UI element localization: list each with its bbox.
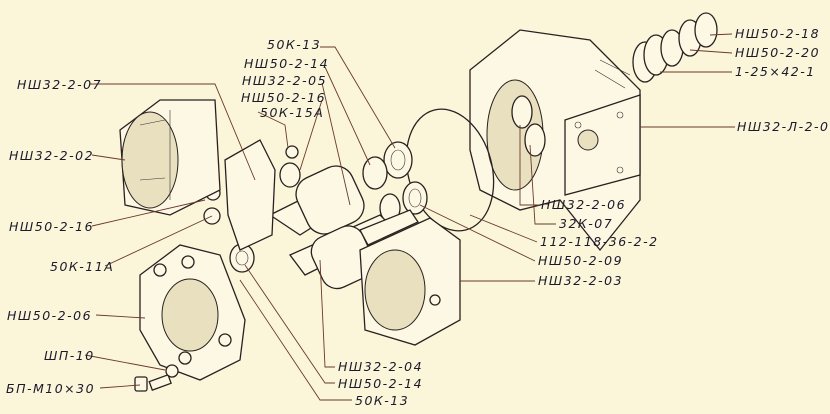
label-nsh32-2-04: НШ32-2-04 (338, 359, 423, 374)
label-nsh50-2-20: НШ50-2-20 (735, 45, 820, 60)
label-nsh50-2-06: НШ50-2-06 (7, 308, 92, 323)
label-nsh32-2-02: НШ32-2-02 (9, 148, 94, 163)
bearing-blocks (119, 99, 221, 216)
label-nsh32-2-06: НШ32-2-06 (541, 197, 626, 212)
label-112-118-36-2-2: 112-118-36-2-2 (540, 234, 659, 249)
label-nsh32-2-05: НШ32-2-05 (242, 73, 327, 88)
label-50k-13-bottom: 50К-13 (355, 393, 409, 408)
rear-block (359, 217, 461, 346)
label-50k-11a: 50К-11А (50, 259, 114, 274)
label-nsh50-2-09: НШ50-2-09 (538, 253, 623, 268)
o-ring (405, 108, 495, 232)
label-50k-15a: 50К-15А (260, 105, 324, 120)
label-1-25x42-1: 1-25×42-1 (735, 64, 816, 79)
front-cover (139, 244, 246, 381)
label-shp-10: ШП-10 (44, 348, 95, 363)
label-nsh32-2-07: НШ32-2-07 (17, 77, 102, 92)
label-nsh32-l-2-01: НШ32-Л-2-01 (737, 119, 830, 134)
gears (268, 165, 419, 290)
pump-housing (469, 29, 641, 252)
leader-lines (84, 33, 735, 401)
washer (165, 364, 179, 378)
label-32k-07: 32К-07 (559, 216, 613, 231)
label-nsh32-2-03: НШ32-2-03 (538, 273, 623, 288)
label-nsh50-2-14-top: НШ50-2-14 (244, 56, 329, 71)
bearing-plate (224, 139, 276, 251)
label-50k-13-top: 50К-13 (267, 37, 321, 52)
label-nsh50-2-16-top: НШ50-2-16 (241, 90, 326, 105)
label-nsh50-2-18: НШ50-2-18 (735, 26, 820, 41)
label-nsh50-2-14-bottom: НШ50-2-14 (338, 376, 423, 391)
label-bp-m10x30: БП-М10×30 (6, 381, 95, 396)
bolt (134, 373, 172, 392)
label-nsh50-2-16-left: НШ50-2-16 (9, 219, 94, 234)
seal-ring-stack (632, 12, 718, 83)
